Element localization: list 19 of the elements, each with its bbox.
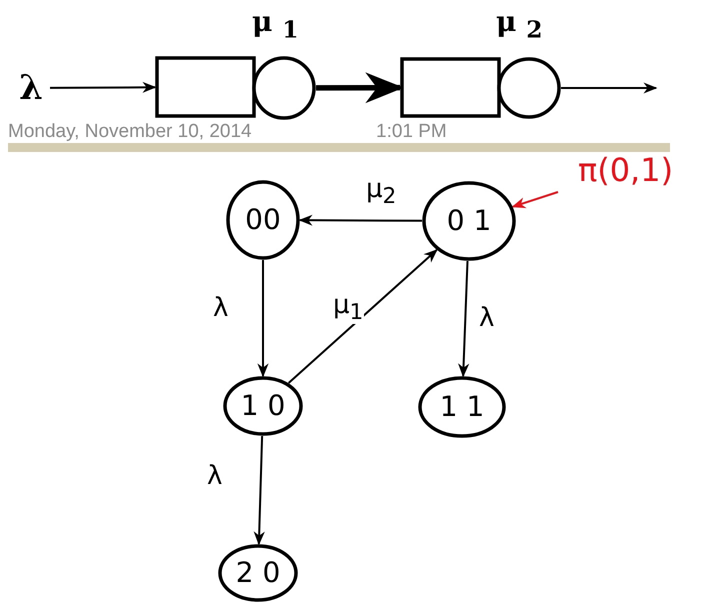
state-label: 1 0 (240, 392, 286, 420)
state-label: 0 1 (446, 207, 492, 235)
arrow (257, 260, 269, 378)
service-rate-label: μ $_{1}$ (252, 8, 298, 42)
arrow (512, 191, 558, 208)
arrow (50, 82, 156, 93)
arrival-rate-label: λ (14, 70, 48, 106)
arrow (254, 436, 265, 546)
state-label: 2 0 (236, 559, 280, 587)
arrow (298, 214, 422, 226)
state-label: 1 1 (440, 393, 484, 421)
service-rate-label: μ $_{2}$ (496, 8, 542, 42)
timestamp-text: 1:01 PM (376, 122, 447, 141)
arrow (458, 260, 470, 378)
state-label: 00 (245, 206, 281, 234)
arrow (288, 249, 438, 384)
timestamp-text: Monday, November 10, 2014 (8, 122, 252, 141)
arrow (561, 82, 658, 94)
probability-label: π(0,1) (548, 150, 703, 190)
